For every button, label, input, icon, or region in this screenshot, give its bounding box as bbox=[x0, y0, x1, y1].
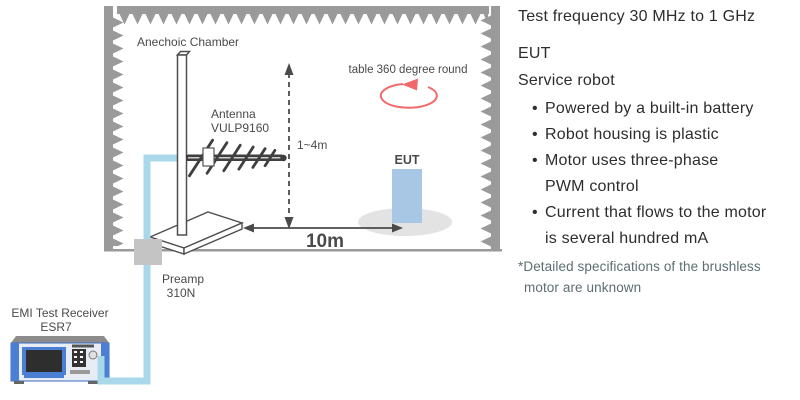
eut-box bbox=[392, 169, 422, 223]
chamber-top-wall bbox=[117, 6, 489, 14]
distance-label: 10m bbox=[306, 231, 344, 252]
chamber-right-wall bbox=[491, 6, 500, 250]
anechoic-chamber bbox=[104, 6, 502, 252]
info-panel: Test frequency 30 MHz to 1 GHz EUT Servi… bbox=[518, 6, 800, 298]
preamp-label-line2: 310N bbox=[167, 286, 196, 300]
receiver-label-line2: ESR7 bbox=[40, 320, 72, 334]
emi-receiver-unit bbox=[10, 336, 110, 384]
antenna-mast bbox=[175, 50, 192, 236]
bullet-marker: • bbox=[532, 204, 538, 221]
chamber-floor-line bbox=[104, 249, 502, 252]
antenna-elements bbox=[187, 138, 277, 178]
receiver-connector bbox=[70, 370, 90, 374]
receiver-foot bbox=[88, 381, 98, 384]
eut-type: Service robot bbox=[518, 72, 615, 89]
antenna bbox=[186, 138, 287, 178]
distance-arrow bbox=[243, 223, 403, 233]
eut-label: EUT bbox=[395, 153, 420, 167]
receiver-right-rail bbox=[101, 343, 109, 381]
receiver-foot bbox=[14, 381, 24, 384]
test-setup-diagram: Anechoic Chamber Antenna VULP9160 1~4m 1… bbox=[10, 6, 502, 385]
bullet-item-continuation: is several hundred mA bbox=[545, 230, 709, 247]
preamp-label-line1: Preamp bbox=[162, 272, 204, 286]
height-arrow bbox=[284, 63, 294, 229]
receiver-top-lid bbox=[11, 336, 109, 343]
bullet-item-continuation: PWM control bbox=[545, 178, 639, 195]
antenna-label-line1: Antenna bbox=[211, 107, 256, 121]
bullet-item: • Motor uses three-phase bbox=[518, 148, 800, 174]
bullet-item: • Robot housing is plastic bbox=[518, 122, 800, 148]
height-label: 1~4m bbox=[297, 138, 327, 152]
antenna-label-line2: VULP9160 bbox=[211, 121, 269, 135]
antenna-tripod-base bbox=[148, 211, 244, 256]
absorbers-right bbox=[480, 14, 491, 248]
bullet-marker: • bbox=[532, 152, 538, 169]
bullet-marker: • bbox=[532, 100, 538, 117]
coax-cable bbox=[97, 154, 182, 385]
chamber-label: Anechoic Chamber bbox=[137, 35, 239, 49]
chamber-left-wall bbox=[104, 6, 113, 250]
footnote: *Detailed specifications of the brushles… bbox=[518, 259, 761, 295]
bullet-marker: • bbox=[532, 126, 538, 143]
receiver-bottom-strip bbox=[24, 375, 64, 378]
receiver-knob bbox=[88, 350, 98, 360]
test-frequency-title: Test frequency 30 MHz to 1 GHz bbox=[518, 8, 756, 25]
rotation-arrow bbox=[379, 78, 438, 109]
receiver-button-row bbox=[72, 344, 94, 348]
eut-bullet-list: • Powered by a built-in battery • Robot … bbox=[518, 96, 800, 252]
receiver-label-line1: EMI Test Receiver bbox=[11, 306, 108, 320]
eut-heading: EUT bbox=[518, 45, 551, 62]
turntable-label: table 360 degree round bbox=[349, 64, 468, 76]
preamp-block bbox=[134, 239, 162, 265]
receiver-left-rail bbox=[11, 343, 19, 381]
receiver-screen bbox=[26, 350, 62, 372]
absorbers-top bbox=[118, 14, 488, 25]
bullet-item: • Current that flows to the motor bbox=[518, 200, 800, 226]
bullet-item: • Powered by a built-in battery bbox=[518, 96, 800, 122]
absorbers-left bbox=[113, 16, 124, 246]
antenna-bracket bbox=[202, 147, 215, 167]
